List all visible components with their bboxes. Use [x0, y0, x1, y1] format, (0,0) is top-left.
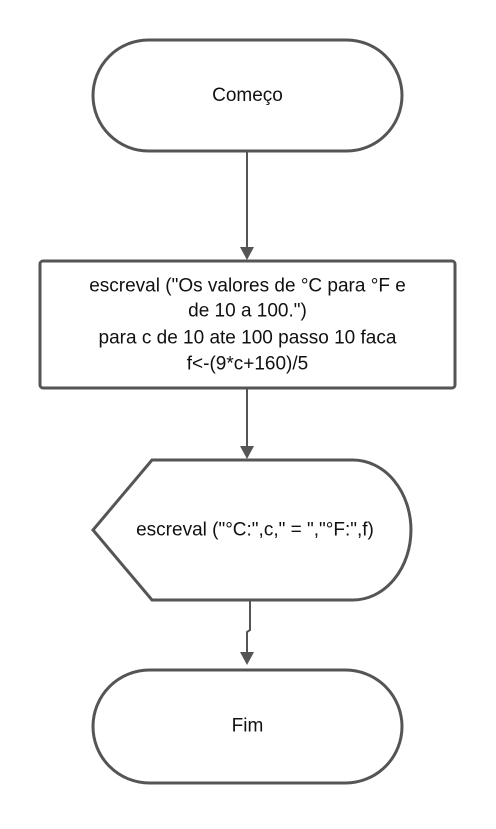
arrowhead: [240, 247, 254, 260]
start-label: Começo: [212, 85, 283, 106]
edge-process-to-display: [240, 388, 254, 459]
display-shape: [91, 458, 413, 602]
arrowhead: [240, 652, 254, 665]
edge-start-to-process: [240, 151, 254, 260]
process-line-3: para c de 10 ate 100 passo 10 faca: [99, 328, 397, 349]
end-node[interactable]: Fim: [91, 668, 404, 785]
end-terminator-shape: [91, 668, 404, 785]
process-node[interactable]: escreval ("Os valores de °C para °F e de…: [38, 259, 457, 390]
connector-line: [246, 600, 251, 652]
edge-display-to-end: [240, 600, 254, 665]
process-line-1: escreval ("Os valores de °C para °F e: [89, 276, 406, 297]
arrowhead: [240, 446, 254, 459]
process-line-2: de 10 a 100."): [188, 301, 307, 322]
display-node[interactable]: escreval ("°C:",c," = ","°F:",f): [91, 458, 413, 602]
display-label: escreval ("°C:",c," = ","°F:",f): [136, 520, 374, 541]
process-line-4: f<-(9*c+160)/5: [187, 354, 308, 375]
start-node[interactable]: Começo: [91, 38, 404, 153]
end-label: Fim: [232, 716, 264, 737]
